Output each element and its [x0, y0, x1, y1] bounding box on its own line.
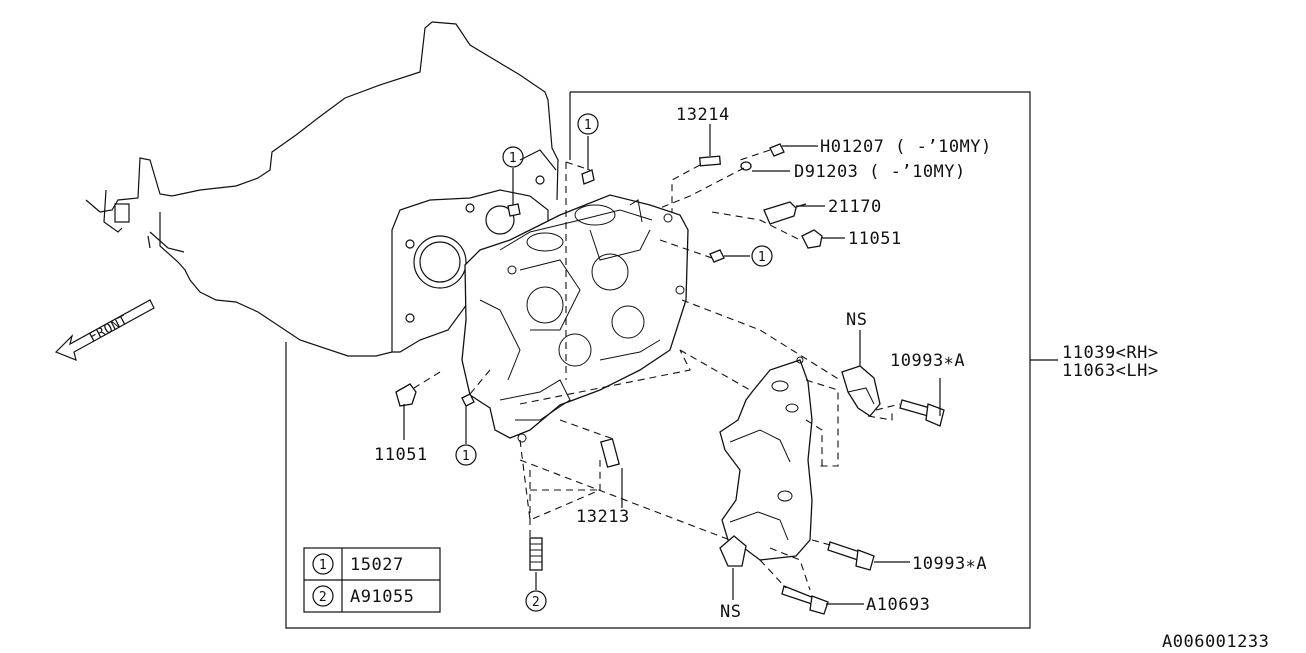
svg-text:1: 1 — [462, 449, 470, 464]
label-11051-left: 11051 — [374, 445, 428, 465]
legend-part-1: 15027 — [350, 555, 404, 575]
callouts: 1 1 1 1 2 — [455, 113, 773, 612]
label-d91203: D91203 ( -’10MY) — [794, 162, 966, 182]
label-11039-rh: 11039<RH> — [1062, 343, 1159, 363]
label-13214: 13214 — [676, 105, 730, 125]
label-11051-right: 11051 — [848, 229, 902, 249]
legend-callout-1 — [312, 553, 334, 575]
callout-1-bottom — [455, 444, 477, 466]
svg-text:2: 2 — [319, 590, 327, 605]
label-h01207: H01207 ( -’10MY) — [820, 137, 992, 157]
label-10993a-bottom: 10993∗A — [912, 554, 987, 574]
svg-text:1: 1 — [509, 151, 517, 166]
label-a10693: A10693 — [866, 595, 930, 615]
svg-text:1: 1 — [584, 118, 592, 133]
ns-cap-top — [841, 365, 881, 417]
front-arrow: FRONT — [54, 299, 155, 361]
engine-block — [85, 21, 559, 357]
small-parts — [395, 143, 945, 615]
part-labels: 13214 H01207 ( -’10MY) D91203 ( -’10MY) … — [374, 105, 1269, 652]
diagram-id: A006001233 — [1162, 632, 1269, 652]
cylinder-head — [461, 194, 689, 443]
label-13213: 13213 — [576, 507, 630, 527]
label-ns-top: NS — [846, 310, 867, 330]
svg-text:1: 1 — [758, 250, 766, 265]
label-11063-lh: 11063<LH> — [1062, 361, 1159, 381]
camshaft-caps — [719, 356, 813, 561]
legend-callout-2 — [312, 585, 334, 607]
front-label: FRONT — [87, 313, 131, 346]
callout-1-top — [577, 113, 599, 135]
assembly-frame — [285, 91, 1031, 629]
leader-lines — [403, 124, 1058, 605]
svg-text:1: 1 — [319, 558, 327, 573]
svg-text:2: 2 — [532, 595, 540, 610]
callout-1-left-top — [502, 146, 524, 168]
label-10993a-top: 10993∗A — [890, 351, 965, 371]
label-ns-bottom: NS — [720, 602, 741, 622]
label-21170: 21170 — [828, 197, 882, 217]
callout-1-right — [751, 245, 773, 267]
legend-table: 1 15027 2 A91055 — [303, 547, 441, 613]
callout-2 — [525, 590, 547, 612]
legend-part-2: A91055 — [350, 587, 414, 607]
